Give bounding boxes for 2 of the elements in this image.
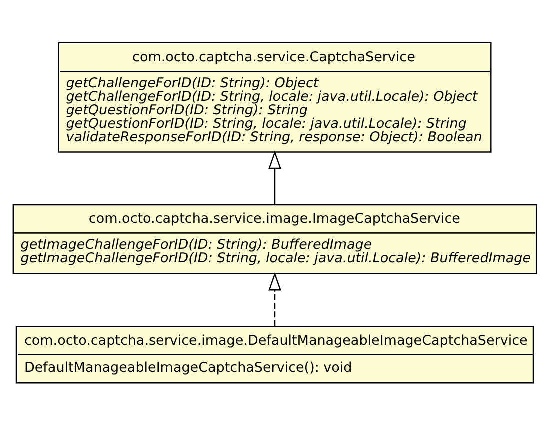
arrow [268, 272, 282, 326]
arrow [268, 150, 282, 204]
